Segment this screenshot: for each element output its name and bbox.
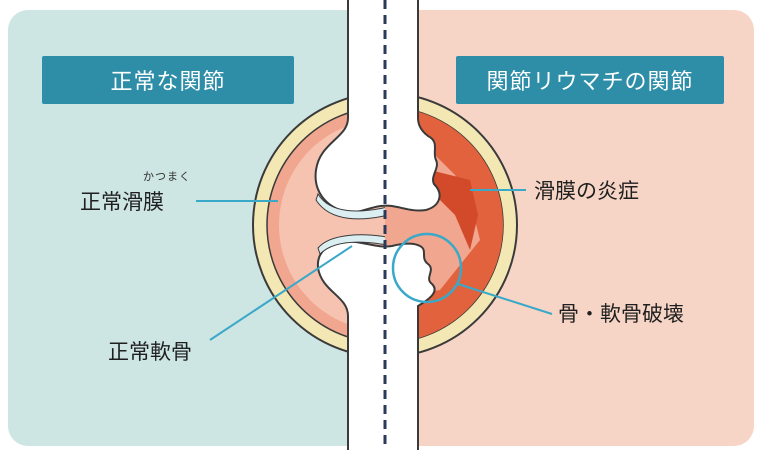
bone-cartilage-destruction-label: 骨・軟骨破壊 (558, 298, 684, 328)
normal-synovium-label: 正常滑膜 (80, 186, 164, 216)
normal-synovium-ruby: かつまく (143, 168, 191, 184)
normal-cartilage-label: 正常軟骨 (108, 336, 192, 366)
synovitis-label: 滑膜の炎症 (534, 175, 639, 205)
ra-joint-title: 関節リウマチの関節 (456, 56, 724, 104)
normal-joint-title: 正常な関節 (42, 56, 294, 104)
